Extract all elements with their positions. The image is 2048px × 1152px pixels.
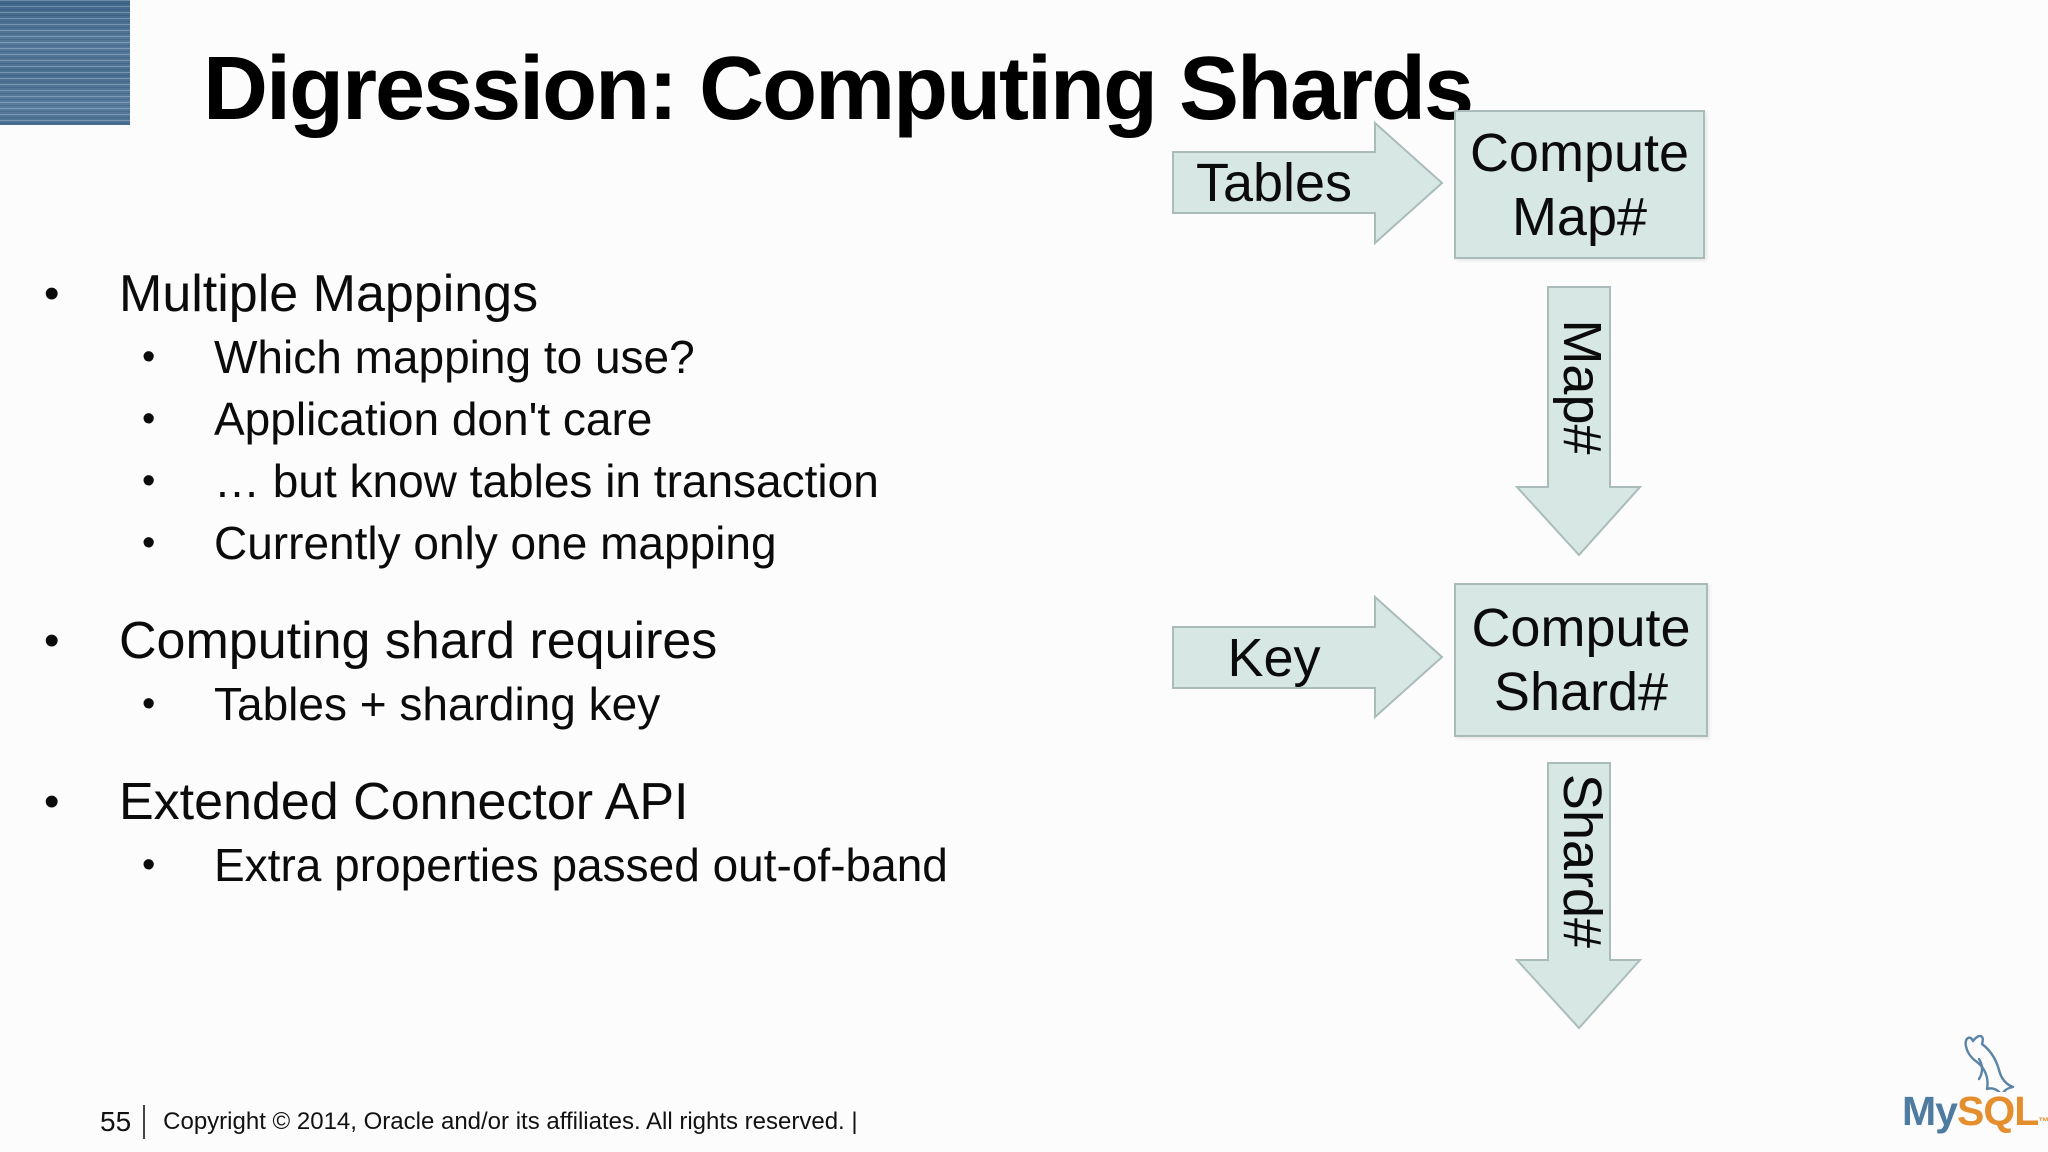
key-arrow-shape	[1172, 594, 1444, 720]
bullet-item: • Multiple Mappings	[0, 262, 1150, 326]
footer: 55 Copyright © 2014, Oracle and/or its a…	[100, 1100, 858, 1144]
sub-bullet-label: Extra properties passed out-of-band	[214, 839, 948, 891]
tables-arrow-label: Tables	[1195, 152, 1353, 213]
sub-bullet-label: Application don't care	[214, 393, 653, 445]
bullet-dot-icon: •	[142, 398, 156, 440]
compute-shard-box-line2: Shard#	[1493, 662, 1669, 722]
bullet-item: • Computing shard requires	[0, 609, 1150, 673]
sub-bullet-item: • … but know tables in transaction	[0, 450, 1150, 512]
bullet-dot-icon: •	[142, 844, 156, 886]
mysql-wordmark-sql: SQL	[1956, 1088, 2039, 1134]
compute-shard-box-line1: Compute	[1471, 598, 1691, 658]
sub-bullet-item: • Tables + sharding key	[0, 673, 1150, 735]
bullet-label: Extended Connector API	[119, 773, 689, 831]
mysql-wordmark-my: My	[1902, 1088, 1958, 1134]
compute-map-box-line1: Compute	[1469, 122, 1690, 183]
map-number-arrow-label: Map#	[1552, 319, 1612, 455]
bullet-dot-icon: •	[44, 777, 60, 826]
key-arrow-label: Key	[1227, 627, 1321, 688]
sub-bullet-label: Which mapping to use?	[214, 331, 695, 383]
sub-bullet-item: • Extra properties passed out-of-band	[0, 834, 1150, 896]
shard-number-arrow-label: Shard#	[1552, 773, 1612, 949]
sub-bullet-item: • Currently only one mapping	[0, 512, 1150, 574]
mysql-trademark: ™	[2038, 1116, 2048, 1128]
shard-number-arrow-shape	[1514, 762, 1643, 1030]
bullet-item: • Extended Connector API	[0, 770, 1150, 834]
corner-decoration	[0, 0, 130, 125]
page-title: Digression: Computing Shards	[203, 39, 1474, 139]
bullet-dot-icon: •	[142, 336, 156, 378]
mysql-logo: MySQL™	[1898, 1032, 2048, 1147]
bullet-dot-icon: •	[44, 616, 60, 665]
bullet-list: • Multiple Mappings • Which mapping to u…	[0, 262, 1150, 896]
map-number-arrow-shape	[1514, 286, 1643, 557]
compute-map-box: Compute Map#	[1454, 110, 1705, 259]
compute-shard-box: Compute Shard#	[1454, 583, 1708, 737]
page-number: 55	[100, 1106, 132, 1137]
bullet-dot-icon: •	[142, 683, 156, 725]
bullet-dot-icon: •	[142, 522, 156, 564]
bullet-label: Multiple Mappings	[119, 265, 539, 323]
bullet-label: Computing shard requires	[119, 612, 718, 670]
sub-bullet-label: Tables + sharding key	[214, 678, 661, 730]
mysql-dolphin-icon	[1964, 1034, 2015, 1092]
copyright-text: Copyright © 2014, Oracle and/or its affi…	[163, 1108, 858, 1135]
sub-bullet-item: • Application don't care	[0, 388, 1150, 450]
bullet-dot-icon: •	[142, 460, 156, 502]
tables-arrow-shape	[1172, 120, 1444, 246]
mysql-wordmark: MySQL™	[1902, 1088, 2048, 1135]
bullet-dot-icon: •	[44, 269, 60, 318]
compute-map-box-line2: Map#	[1511, 186, 1648, 247]
sub-bullet-label: … but know tables in transaction	[214, 455, 879, 507]
sub-bullet-item: • Which mapping to use?	[0, 326, 1150, 388]
footer-divider	[143, 1105, 146, 1139]
sub-bullet-label: Currently only one mapping	[214, 517, 777, 569]
